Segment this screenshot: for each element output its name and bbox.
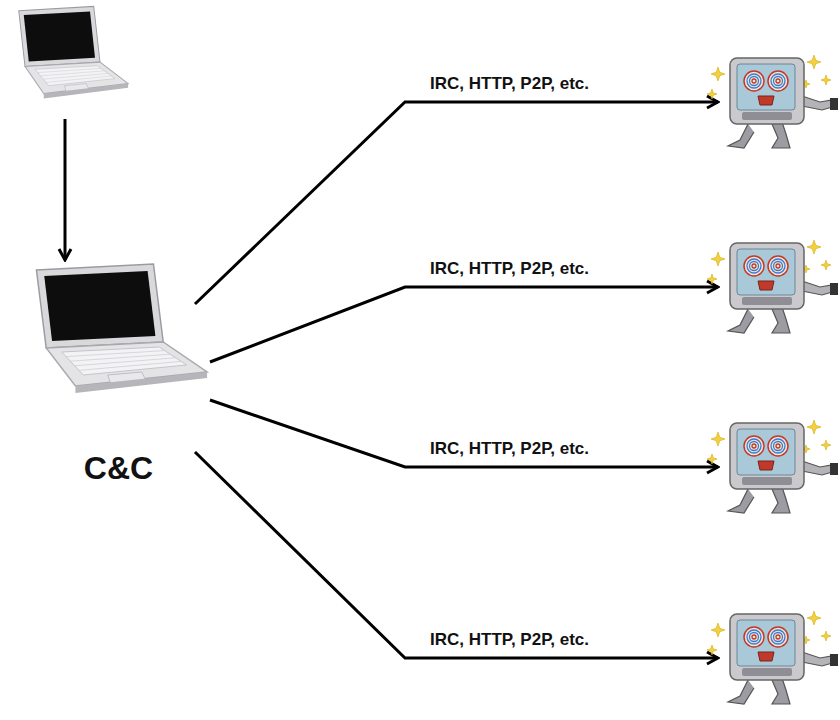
zombie-illustration <box>702 50 838 154</box>
connector-arrow <box>195 102 718 304</box>
connector-arrow <box>210 400 718 467</box>
protocol-label: IRC, HTTP, P2P, etc. <box>427 259 592 279</box>
cnc-server: C&C <box>15 262 222 487</box>
botmaster-laptop <box>5 5 130 105</box>
bot-computer <box>702 606 838 710</box>
protocol-label: IRC, HTTP, P2P, etc. <box>427 439 592 459</box>
bot-computer <box>702 50 838 154</box>
protocol-label: IRC, HTTP, P2P, etc. <box>427 630 592 650</box>
bot-computer <box>702 415 838 519</box>
zombie-illustration <box>702 606 838 710</box>
laptop-illustration <box>15 262 210 402</box>
zombie-illustration <box>702 415 838 519</box>
connector-arrow <box>210 287 718 362</box>
connector-arrow <box>64 119 67 260</box>
connector-arrow <box>195 452 718 658</box>
bot-computer <box>702 235 838 339</box>
zombie-illustration <box>702 235 838 339</box>
node-label: C&C <box>15 450 222 487</box>
laptop-illustration <box>5 5 130 105</box>
protocol-label: IRC, HTTP, P2P, etc. <box>427 74 592 94</box>
